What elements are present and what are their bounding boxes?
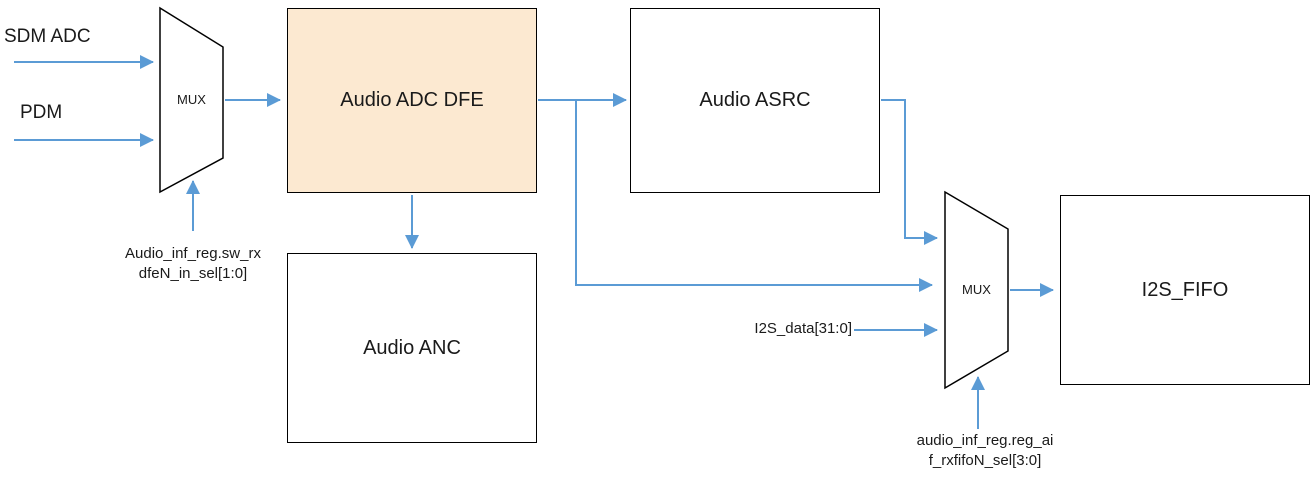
mux2-shape [944, 190, 1009, 390]
mux1-select-label: Audio_inf_reg.sw_rx dfeN_in_sel[1:0] [103, 244, 283, 284]
mux2-label: MUX [962, 282, 991, 297]
mux1-select-label-line1: Audio_inf_reg.sw_rx [125, 245, 261, 262]
input-label-i2s-data: I2S_data[31:0] [754, 320, 852, 337]
block-audio-asrc-label: Audio ASRC [699, 89, 811, 111]
block-i2s-fifo-label: I2S_FIFO [1141, 278, 1229, 301]
block-i2s-fifo: I2S_FIFO [1060, 195, 1310, 385]
arrow-asrc-to-mux2 [881, 99, 938, 245]
mux1-shape [159, 6, 224, 194]
block-audio-anc: Audio ANC [287, 253, 537, 443]
arrow-adc-dfe-bypass-to-mux2 [575, 100, 933, 292]
mux2-select-label-line2: f_rxfifoN_sel[3:0] [928, 452, 1042, 469]
mux2-select-label: audio_inf_reg.reg_ai f_rxfifoN_sel[3:0] [890, 431, 1080, 471]
input-label-pdm: PDM [20, 102, 63, 123]
mux2-select-label-line1: audio_inf_reg.reg_ai [916, 432, 1054, 449]
block-audio-anc-label: Audio ANC [363, 336, 461, 359]
block-audio-asrc: Audio ASRC [630, 8, 880, 193]
mux1-select-label-line2: dfeN_in_sel[1:0] [138, 265, 248, 282]
block-audio-adc-dfe: Audio ADC DFE [287, 8, 537, 193]
block-audio-adc-dfe-label: Audio ADC DFE [340, 89, 484, 111]
input-label-sdm-adc: SDM ADC [4, 26, 91, 47]
mux1-label: MUX [177, 92, 206, 107]
